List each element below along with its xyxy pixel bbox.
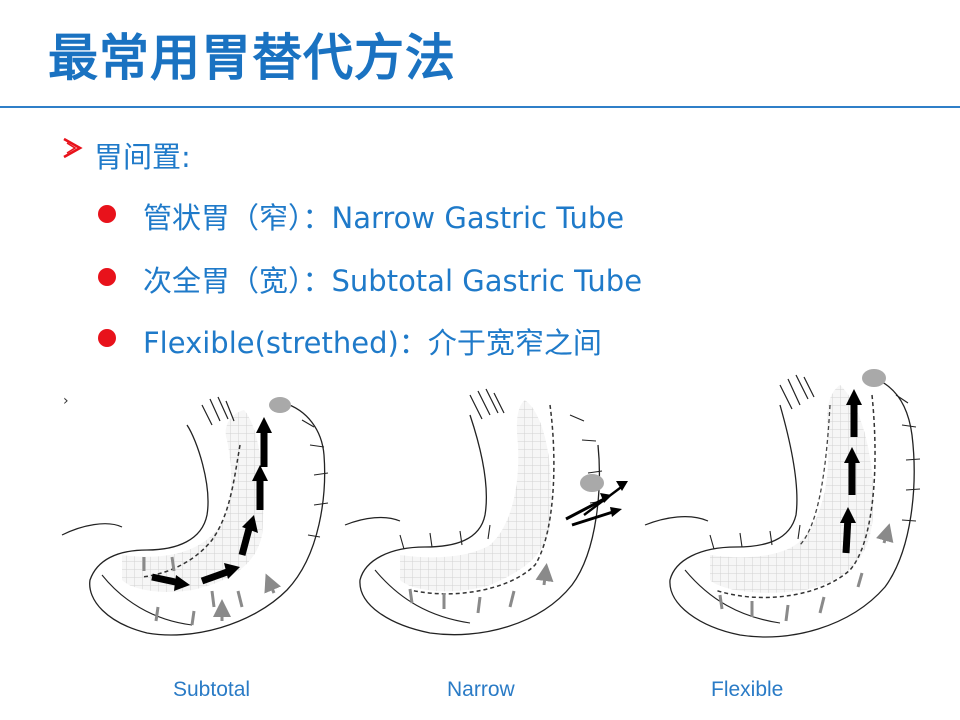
title-divider	[0, 106, 960, 108]
red-dot-bullet-icon	[98, 329, 116, 347]
caption-subtotal: Subtotal	[173, 678, 251, 701]
stomach-diagram-subtotal	[61, 396, 329, 636]
list-item-flexible: Flexible(strethed)：介于宽窄之间	[143, 326, 602, 360]
red-dot-bullet-icon	[98, 268, 116, 286]
list-item-subtotal: 次全胃（宽）：Subtotal Gastric Tube	[143, 264, 643, 298]
section-heading: 胃间置:	[94, 140, 191, 174]
red-dot-bullet-icon	[98, 205, 116, 223]
stomach-diagram-narrow	[344, 388, 628, 636]
caption-narrow: Narrow	[447, 678, 515, 701]
stray-mark: ›	[63, 393, 69, 409]
slide-title: 最常用胃替代方法	[48, 29, 456, 87]
list-item-narrow: 管状胃（窄）：Narrow Gastric Tube	[143, 201, 625, 235]
arrow-bullet-icon	[63, 137, 83, 159]
caption-flexible: Flexible	[711, 678, 784, 701]
stomach-diagram-flexible	[644, 369, 921, 638]
